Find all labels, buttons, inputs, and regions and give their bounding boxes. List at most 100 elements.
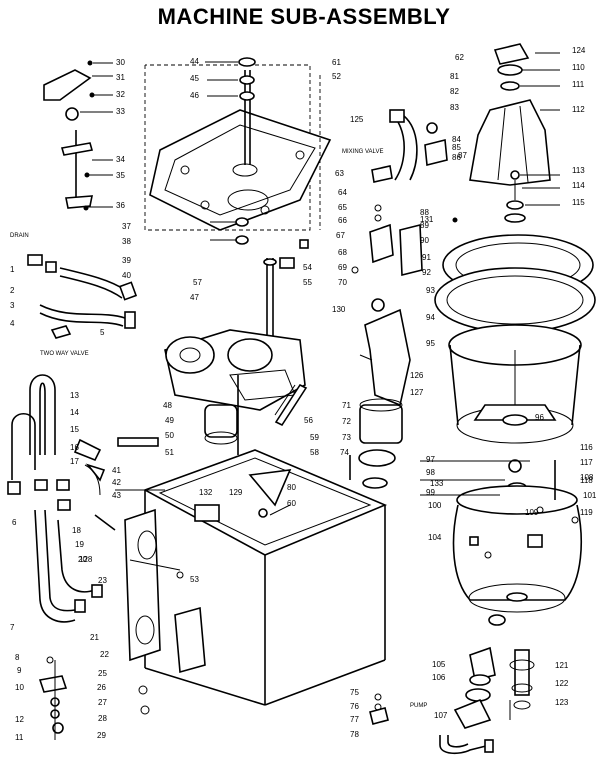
part-label-23: 23 (98, 576, 107, 585)
part-label-2: 2 (10, 286, 15, 295)
part-label-77: 77 (350, 715, 359, 724)
part-label-61: 61 (332, 58, 341, 67)
part-label-11: 11 (15, 733, 24, 742)
part-label-76: 76 (350, 702, 359, 711)
part-label-20: 20 (78, 555, 87, 564)
part-label-50: 50 (165, 431, 174, 440)
part-label-108: 108 (580, 473, 594, 482)
part-label-4: 4 (10, 319, 15, 328)
part-label-106: 106 (432, 673, 446, 682)
part-label-41: 41 (112, 466, 121, 475)
part-label-66: 66 (338, 216, 347, 225)
part-label-111: 111 (572, 80, 585, 89)
part-label-38: 38 (122, 237, 131, 246)
part-label-21: 21 (90, 633, 99, 642)
part-label-9: 9 (17, 666, 22, 675)
part-label-132: 132 (199, 488, 213, 497)
part-label-121: 121 (555, 661, 569, 670)
part-label-127: 127 (410, 388, 424, 397)
part-label-52: 52 (332, 72, 341, 81)
part-label-83: 83 (450, 103, 459, 112)
part-label-53: 53 (190, 575, 199, 584)
page-title: MACHINE SUB-ASSEMBLY (157, 4, 451, 29)
part-label-87: 87 (458, 151, 467, 160)
part-label-33: 33 (116, 107, 125, 116)
part-label-16: 16 (70, 443, 79, 452)
part-label-1: 1 (10, 265, 15, 274)
part-label-56: 56 (304, 416, 313, 425)
part-label-45: 45 (190, 74, 199, 83)
part-label-39: 39 (122, 256, 131, 265)
part-label-131: 131 (420, 215, 434, 224)
part-label-123: 123 (555, 698, 569, 707)
part-label-30: 30 (116, 58, 125, 67)
leader-lines (80, 52, 560, 571)
part-label-74: 74 (340, 448, 349, 457)
part-label-55: 55 (303, 278, 312, 287)
part-label-81: 81 (450, 72, 459, 81)
part-label-91: 91 (422, 253, 431, 262)
drain-hose-group (27, 254, 138, 339)
transmission-group (164, 258, 308, 455)
part-label-48: 48 (163, 401, 172, 410)
part-label-115: 115 (572, 198, 585, 207)
part-label-64: 64 (338, 188, 347, 197)
part-label-78: 78 (350, 730, 359, 739)
part-label-62: 62 (455, 53, 464, 62)
part-label-107: 107 (434, 711, 448, 720)
bracket-parts-group (43, 60, 95, 211)
part-label-113: 113 (572, 166, 585, 175)
two-way-valve-note: TWO WAY VALVE (40, 351, 89, 357)
part-label-14: 14 (70, 408, 79, 417)
part-label-90: 90 (420, 236, 429, 245)
part-label-6: 6 (12, 518, 17, 527)
part-label-13: 13 (70, 391, 79, 400)
motor-pump-group (279, 204, 423, 489)
part-label-46: 46 (190, 91, 199, 100)
part-label-98: 98 (426, 468, 435, 477)
part-callouts: 1234567891011121314151617181920212223252… (10, 46, 597, 742)
part-label-124: 124 (572, 46, 586, 55)
part-label-95: 95 (426, 339, 435, 348)
part-label-26: 26 (97, 683, 106, 692)
part-label-118: 118 (580, 476, 593, 485)
part-label-125: 125 (350, 115, 364, 124)
part-label-122: 122 (555, 679, 569, 688)
part-label-57: 57 (193, 278, 202, 287)
part-label-96: 96 (535, 413, 544, 422)
part-label-104: 104 (428, 533, 442, 542)
part-label-119: 119 (580, 508, 593, 517)
part-label-71: 71 (342, 401, 351, 410)
part-label-51: 51 (165, 448, 174, 457)
part-label-5: 5 (100, 328, 105, 337)
part-label-72: 72 (342, 417, 351, 426)
part-label-42: 42 (112, 478, 121, 487)
part-label-89: 89 (420, 221, 429, 230)
part-label-100: 100 (428, 501, 442, 510)
tub-group (434, 234, 596, 444)
part-label-44: 44 (190, 57, 199, 66)
pump-group (369, 646, 535, 755)
part-label-112: 112 (572, 105, 585, 114)
part-label-109: 109 (525, 508, 539, 517)
part-label-116: 116 (580, 443, 593, 452)
transmission-support-group (144, 57, 332, 245)
part-label-101: 101 (583, 491, 597, 500)
part-label-15: 15 (70, 425, 79, 434)
part-label-92: 92 (422, 268, 431, 277)
outer-tub-group (452, 459, 583, 626)
mixing-valve-note: MIXING VALVE (342, 149, 383, 155)
part-label-19: 19 (75, 540, 84, 549)
part-label-67: 67 (336, 231, 345, 240)
tubing-group (7, 374, 159, 623)
part-label-29: 29 (97, 731, 106, 740)
part-label-85: 85 (452, 143, 461, 152)
mixing-valve-group (371, 109, 448, 183)
part-label-34: 34 (116, 155, 125, 164)
part-label-65: 65 (338, 203, 347, 212)
part-label-126: 126 (410, 371, 424, 380)
part-label-114: 114 (572, 181, 585, 190)
part-label-40: 40 (122, 271, 131, 280)
part-label-37: 37 (122, 222, 131, 231)
part-label-49: 49 (165, 416, 174, 425)
